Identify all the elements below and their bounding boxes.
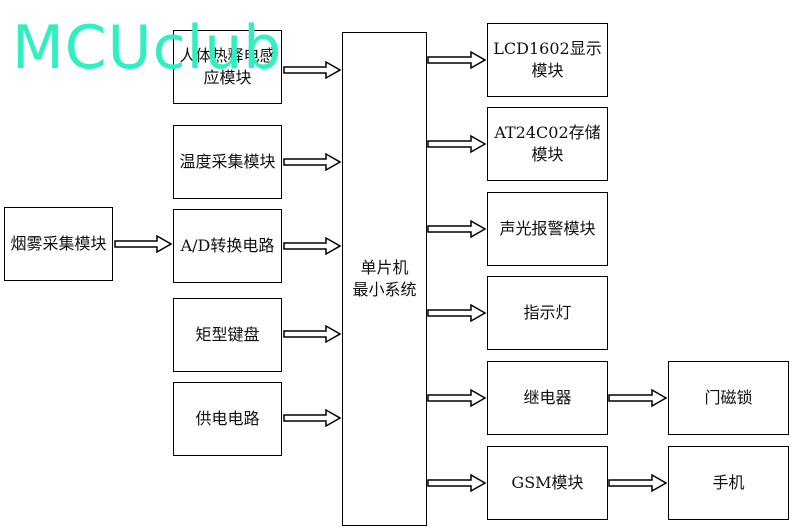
phone-block: 手机 [668,446,789,520]
phone-label: 手机 [712,473,745,493]
adc-label: A/D转换电路 [180,236,275,256]
smoke-block: 烟雾采集模块 [4,207,113,281]
gsm-label: GSM模块 [511,473,584,493]
arrow-temp-to-mcu [283,152,342,172]
indicator-label: 指示灯 [523,303,572,323]
arrow-mcu-to-lcd [427,50,487,70]
lcd-block: LCD1602显示模块 [487,23,608,97]
mcu-label: 单片机 最小系统 [352,257,416,300]
adc-block: A/D转换电路 [173,209,282,283]
pir-sensor-label: 人体热释电感应模块 [179,46,276,87]
mcu-block: 单片机 最小系统 [342,32,427,526]
eeprom-block: AT24C02存储模块 [487,107,608,181]
power-block: 供电电路 [173,382,282,456]
arrow-mcu-to-gsm [427,473,487,493]
eeprom-label: AT24C02存储模块 [494,123,601,164]
arrow-keypad-to-mcu [283,324,342,344]
mcuclub-watermark: MCUclub [12,13,283,83]
arrow-pir-to-mcu [283,60,342,80]
gsm-block: GSM模块 [487,446,608,520]
relay-block: 继电器 [487,361,608,435]
lcd-label: LCD1602显示模块 [493,39,602,80]
temperature-block: 温度采集模块 [173,125,282,199]
alarm-block: 声光报警模块 [487,192,608,266]
keypad-block: 矩型键盘 [173,298,282,372]
power-label: 供电电路 [195,409,260,429]
mcu-label-line2: 最小系统 [352,280,417,299]
arrow-power-to-mcu [283,408,342,428]
keypad-label: 矩型键盘 [195,325,260,345]
relay-label: 继电器 [523,388,572,408]
arrow-relay-to-door-lock [608,388,668,408]
door-lock-label: 门磁锁 [704,388,753,408]
arrow-mcu-to-alarm [427,219,487,239]
smoke-label: 烟雾采集模块 [10,234,107,254]
arrow-mcu-to-indicator [427,303,487,323]
arrow-mcu-to-relay [427,388,487,408]
indicator-block: 指示灯 [487,276,608,350]
pir-sensor-block: 人体热释电感应模块 [173,30,282,104]
arrow-mcu-to-eeprom [427,134,487,154]
door-lock-block: 门磁锁 [668,361,789,435]
temperature-label: 温度采集模块 [179,152,276,172]
mcu-label-line1: 单片机 [360,258,409,278]
arrow-adc-to-mcu [283,236,342,256]
arrow-smoke-to-adc [114,234,173,254]
arrow-gsm-to-phone [608,473,668,493]
alarm-label: 声光报警模块 [499,219,596,239]
